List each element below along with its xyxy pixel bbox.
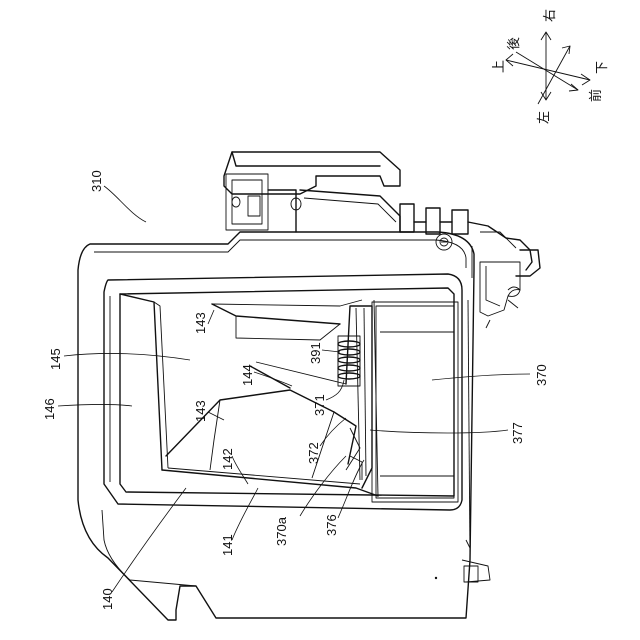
label-370: 370 xyxy=(534,364,549,386)
label-143-upper: 143 xyxy=(193,312,208,334)
inner-compartment xyxy=(120,294,458,502)
label-370a: 370a xyxy=(274,516,289,546)
label-372: 372 xyxy=(306,442,321,464)
label-310: 310 xyxy=(89,170,104,192)
label-143-lower: 143 xyxy=(193,400,208,422)
label-141: 141 xyxy=(220,534,235,556)
main-housing xyxy=(78,232,490,620)
label-371: 371 xyxy=(312,394,327,416)
label-391: 391 xyxy=(308,342,323,364)
label-146: 146 xyxy=(42,398,57,420)
direction-front-label: 前 xyxy=(588,89,604,102)
direction-down-label: 下 xyxy=(595,61,610,74)
label-377: 377 xyxy=(510,422,525,444)
direction-up-label: 上 xyxy=(492,60,507,73)
label-376: 376 xyxy=(324,514,339,536)
direction-right-label: 右 xyxy=(543,9,558,22)
direction-left-label: 左 xyxy=(537,111,552,124)
label-145: 145 xyxy=(48,348,63,370)
label-140: 140 xyxy=(100,588,115,610)
label-142: 142 xyxy=(220,448,235,470)
direction-back-label: 後 xyxy=(507,37,522,50)
label-144: 144 xyxy=(240,364,255,386)
